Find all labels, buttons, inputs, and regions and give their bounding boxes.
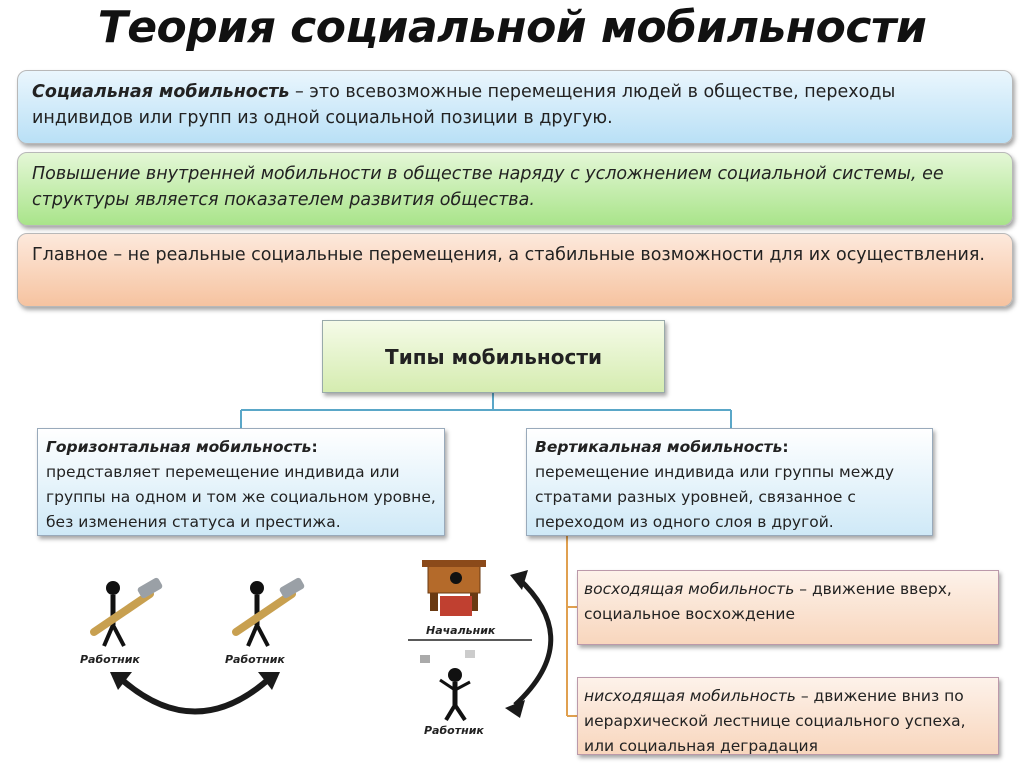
vertical-term: Вертикальная мобильность [535, 438, 783, 456]
page-title: Теория социальной мобильности [97, 2, 927, 53]
downward-mobility-box: нисходящая мобильность – движение вниз п… [577, 677, 999, 755]
vertical-arrowhead-down [505, 700, 525, 718]
vertical-mobility-box: Вертикальная мобильность: перемещение ин… [526, 428, 933, 536]
downward-term: нисходящая мобильность [584, 687, 796, 705]
boss-figure [422, 560, 486, 616]
statement-orange-band: Главное – не реальные социальные перемещ… [17, 233, 1013, 307]
vertical-colon: : [782, 438, 789, 456]
horizontal-arrow [118, 675, 272, 715]
definition-text: – это всевозможные перемещения людей в о… [32, 82, 896, 128]
types-title-box: Типы мобильности [322, 320, 665, 393]
worker-left-figure [90, 577, 163, 647]
definition-term: Социальная мобильность [32, 82, 290, 102]
horizontal-term: Горизонтальная мобильность [46, 438, 312, 456]
worker-left-label: Работник [80, 653, 140, 666]
downward-text: – движение вниз по иерархической лестниц… [584, 687, 966, 755]
horizontal-colon: : [311, 438, 318, 456]
vertical-text: перемещение индивида или группы между ст… [535, 463, 895, 531]
worker-right-label: Работник [225, 653, 285, 666]
worker-bottom-figure [420, 650, 475, 722]
definition-band: Социальная мобильность – это всевозможны… [17, 70, 1013, 144]
horizontal-arrowhead-left [110, 672, 132, 690]
vertical-arrowhead-up [510, 570, 528, 590]
horizontal-mobility-box: Горизонтальная мобильность: представляет… [37, 428, 445, 536]
upward-term: восходящая мобильность [584, 580, 795, 598]
worker-right-figure [232, 577, 305, 647]
statement-green-band: Повышение внутренней мобильности в общес… [17, 152, 1013, 226]
horizontal-arrowhead-right [258, 672, 280, 690]
boss-label: Начальник [426, 624, 496, 637]
worker-bottom-label: Работник [424, 724, 484, 737]
horizontal-text: представляет перемещение индивида или гр… [46, 463, 436, 531]
vertical-arrow [513, 576, 554, 707]
upward-text: – движение вверх, социальное восхождение [584, 580, 952, 623]
upward-mobility-box: восходящая мобильность – движение вверх,… [577, 570, 999, 645]
